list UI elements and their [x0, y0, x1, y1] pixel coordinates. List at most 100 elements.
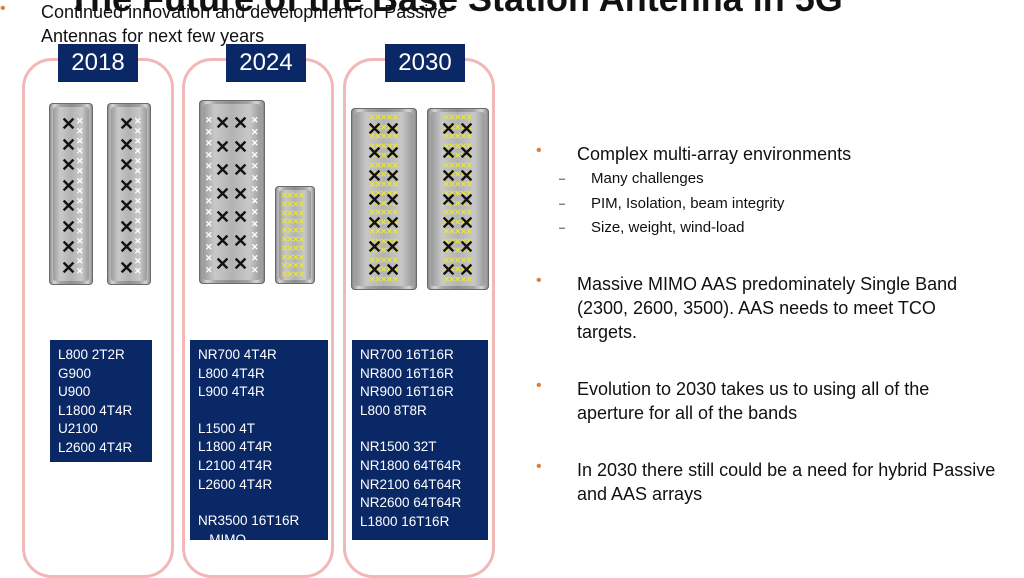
band-entry: NR1500 32T	[360, 439, 437, 455]
cross-element-icon: ✕	[385, 236, 401, 257]
cross-element-icon: ✕✕✕✕✕	[369, 170, 398, 179]
cross-element-icon: ✕	[134, 156, 142, 166]
band-entry: L800 2T2R	[58, 347, 125, 362]
cross-element-icon: ✕	[134, 196, 142, 206]
cross-element-icon: ✕	[385, 260, 401, 280]
cross-element-icon: ✕✕✕✕✕	[369, 246, 398, 255]
cross-element-icon: ✕	[76, 266, 84, 276]
cross-element-icon: ✕✕✕✕	[281, 270, 305, 280]
cross-element-icon: ✕	[233, 254, 249, 274]
cross-element-icon: ✕✕✕✕✕	[443, 122, 472, 132]
cross-element-icon: ✕	[233, 113, 249, 133]
cross-element-icon: ✕	[76, 246, 84, 256]
cross-element-icon: ✕	[251, 161, 259, 171]
cross-element-icon: ✕	[215, 230, 231, 251]
cross-element-icon: ✕✕✕✕	[281, 252, 305, 262]
cross-element-icon: ✕	[205, 126, 213, 137]
cross-element-icon: ✕	[251, 138, 259, 148]
cross-element-icon: ✕	[367, 213, 383, 233]
band-entry: U2100	[58, 421, 98, 437]
cross-element-icon: ✕	[76, 126, 84, 136]
cross-element-icon: ✕✕✕✕✕	[443, 255, 472, 265]
cross-element-icon: ✕	[251, 149, 259, 160]
antenna-panel-2018-a: ✕✕✕✕✕✕✕✕✕✕✕✕✕✕✕✕✕✕✕✕✕✕✕✕	[49, 103, 93, 285]
cross-element-icon: ✕✕✕✕✕	[369, 255, 398, 265]
cross-element-icon: ✕	[251, 264, 259, 275]
dash-icon: –	[559, 173, 566, 185]
cross-element-icon: ✕✕✕✕✕	[443, 170, 472, 179]
cross-element-icon: ✕	[205, 241, 213, 252]
cross-element-icon: ✕	[119, 114, 135, 134]
cross-element-icon: ✕	[441, 119, 457, 139]
cross-element-icon: ✕	[76, 216, 84, 226]
bullet-text: Massive MIMO AAS predominately Single Ba…	[577, 274, 958, 342]
cross-element-icon: ✕	[251, 253, 259, 263]
antenna-panel-2024-aas: ✕✕✕✕✕✕✕✕✕✕✕✕✕✕✕✕✕✕✕✕✕✕✕✕✕✕✕✕✕✕✕✕✕✕✕✕✕✕✕✕	[275, 186, 315, 284]
cross-element-icon: ✕	[215, 254, 231, 274]
cross-element-icon: ✕	[215, 113, 231, 133]
cross-element-icon: ✕	[459, 236, 475, 257]
cross-element-icon: ✕✕✕✕✕	[369, 132, 398, 141]
cross-element-icon: ✕✕✕✕	[281, 226, 305, 236]
cross-element-icon: ✕	[61, 216, 77, 237]
cross-element-icon: ✕	[119, 257, 135, 278]
cross-element-icon: ✕✕✕✕	[281, 261, 305, 271]
cross-element-icon: ✕✕✕✕✕	[443, 141, 472, 151]
cross-element-icon: ✕	[215, 136, 231, 157]
cross-element-icon: ✕	[205, 230, 213, 240]
cross-element-icon: ✕	[251, 115, 259, 125]
cross-element-icon: ✕	[367, 236, 383, 257]
cross-element-icon: ✕	[134, 146, 142, 156]
cross-element-icon: ✕✕✕✕	[281, 235, 305, 244]
bullet-dot-icon: •	[0, 0, 6, 17]
band-entry: L1800 4T4R	[58, 402, 133, 418]
cross-element-icon: ✕	[251, 195, 259, 206]
cross-element-icon: ✕	[76, 156, 84, 166]
cross-element-icon: ✕	[134, 226, 142, 236]
cross-element-icon: ✕	[251, 184, 259, 194]
bullet-text: Complex multi-array environments	[577, 144, 852, 164]
cross-element-icon: ✕	[385, 189, 401, 210]
cross-element-icon: ✕	[76, 256, 84, 266]
cross-element-icon: ✕	[385, 119, 401, 139]
band-entry: NR2600 64T64R	[360, 495, 462, 511]
cross-element-icon: ✕	[205, 207, 213, 217]
cross-element-icon: ✕	[134, 116, 142, 126]
cross-element-icon: ✕✕✕✕✕	[369, 274, 398, 284]
band-entry	[360, 420, 488, 438]
cross-element-icon: ✕✕✕✕✕	[369, 227, 398, 236]
cross-element-icon: ✕	[61, 257, 77, 278]
antenna-panel-2030-b: ✕✕✕✕✕✕✕✕✕✕✕✕✕✕✕✕✕✕✕✕✕✕✕✕✕✕✕✕✕✕✕✕✕✕✕✕✕✕✕✕…	[427, 108, 489, 290]
bullet-passive-innovation: • Continued innovation and development f…	[0, 0, 470, 50]
cross-element-icon: ✕	[441, 189, 457, 210]
cross-element-icon: ✕✕✕✕	[281, 199, 305, 209]
cross-element-icon: ✕✕✕✕✕	[369, 141, 398, 151]
sub-bullet: –Many challenges	[559, 170, 704, 187]
cross-element-icon: ✕	[233, 207, 249, 227]
antenna-panel-2030-a: ✕✕✕✕✕✕✕✕✕✕✕✕✕✕✕✕✕✕✕✕✕✕✕✕✕✕✕✕✕✕✕✕✕✕✕✕✕✕✕✕…	[351, 108, 417, 290]
cross-element-icon: ✕	[459, 260, 475, 280]
cross-element-icon: ✕✕✕✕✕	[369, 236, 398, 246]
year-label-2024: 2024	[226, 44, 306, 82]
cross-element-icon: ✕	[205, 149, 213, 160]
cross-element-icon: ✕✕✕✕✕	[369, 208, 398, 217]
cross-element-icon: ✕	[205, 161, 213, 171]
cross-element-icon: ✕✕✕✕✕	[443, 208, 472, 217]
cross-element-icon: ✕✕✕✕	[281, 243, 305, 253]
cross-element-icon: ✕✕✕✕✕	[369, 179, 398, 189]
column-2018-outline	[22, 58, 174, 578]
cross-element-icon: ✕✕✕✕✕	[443, 217, 472, 227]
cross-element-icon: ✕✕✕✕✕	[443, 132, 472, 141]
cross-element-icon: ✕✕✕✕✕	[369, 189, 398, 198]
dash-icon: –	[559, 198, 566, 210]
bullet-text: Evolution to 2030 takes us to using all …	[577, 379, 930, 423]
cross-element-icon: ✕	[367, 189, 383, 210]
band-entry: NR2100 64T64R	[360, 476, 462, 492]
cross-element-icon: ✕✕✕✕✕	[443, 160, 472, 170]
cross-element-icon: ✕	[134, 136, 142, 146]
cross-element-icon: ✕✕✕✕✕	[369, 122, 398, 132]
cross-element-icon: ✕✕✕✕✕	[443, 151, 472, 160]
cross-element-icon: ✕	[233, 136, 249, 157]
